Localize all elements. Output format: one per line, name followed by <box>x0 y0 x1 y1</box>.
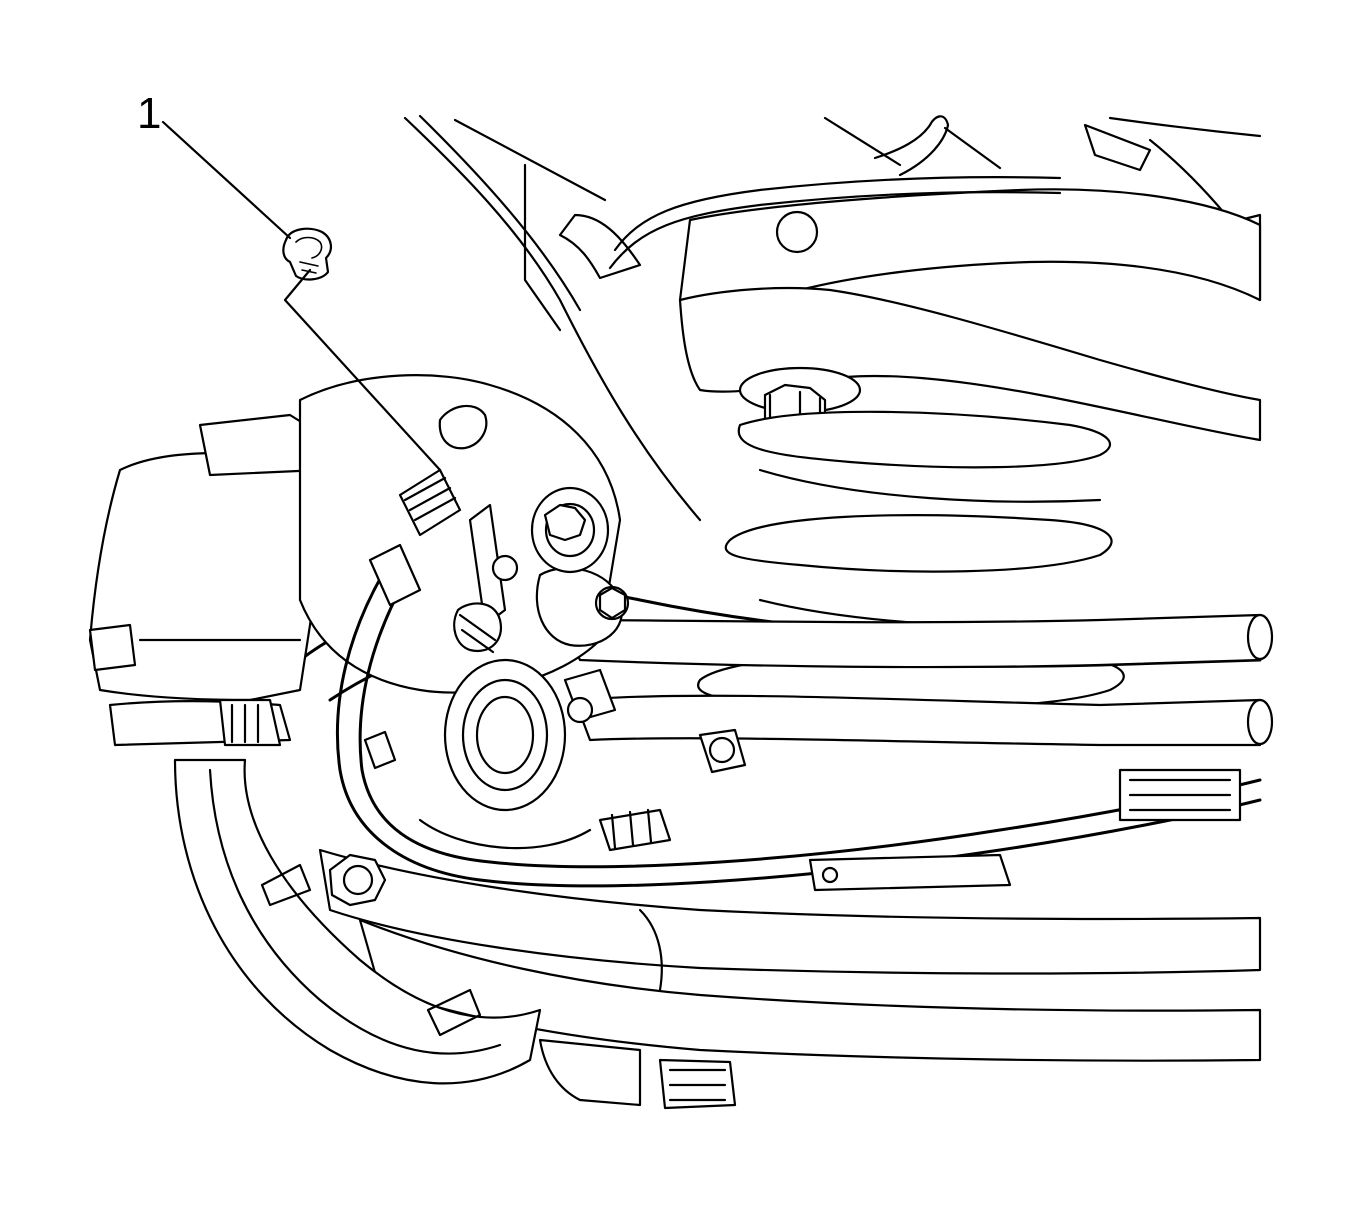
callout-label-1: 1 <box>137 89 161 138</box>
upper-control-arm <box>678 188 1262 442</box>
lower-frame-rails <box>298 586 1274 747</box>
brake-caliper <box>88 413 332 747</box>
callout-leader <box>161 120 442 472</box>
knuckle-hub <box>298 374 747 850</box>
body-outline <box>403 114 1262 522</box>
lower-rail <box>318 848 1262 1062</box>
brake-line-upper <box>558 115 1062 280</box>
retaining-clip <box>282 227 332 281</box>
brake-rotor-shield <box>173 758 737 1110</box>
lower-hardware <box>328 730 1242 907</box>
parking-brake-cable <box>335 404 1262 888</box>
